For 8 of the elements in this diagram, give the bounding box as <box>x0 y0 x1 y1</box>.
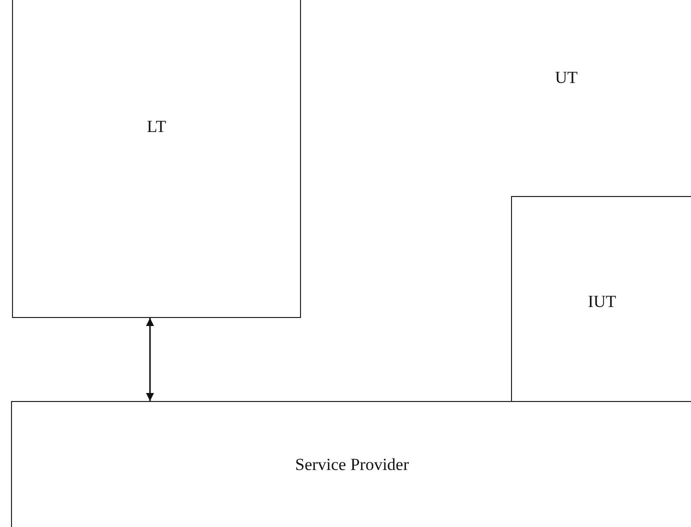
tester-box <box>12 0 301 318</box>
box-label: Service Provider <box>294 455 410 475</box>
double-arrow <box>146 318 154 401</box>
area-label: UT <box>555 68 578 88</box>
box-label: IUT <box>586 292 618 312</box>
box-label: LT <box>146 117 168 137</box>
implementation-box <box>511 196 691 403</box>
provider-box <box>11 401 691 527</box>
